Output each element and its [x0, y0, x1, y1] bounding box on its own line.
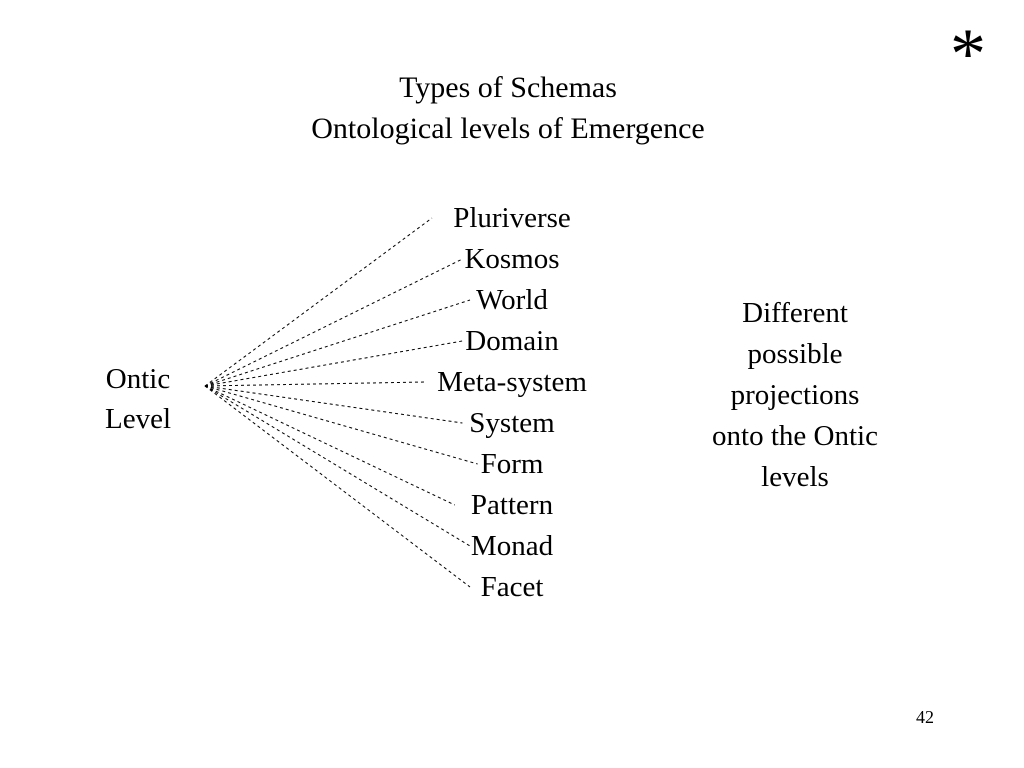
slide-title: Types of Schemas: [399, 71, 617, 104]
projections-note: Different possible projections onto the …: [680, 293, 910, 498]
connector-line: [204, 381, 425, 387]
level-label-line: Level: [104, 403, 171, 435]
ontic-level-item: Kosmos: [464, 243, 560, 275]
ontic-level-item: World: [476, 284, 548, 316]
slide-subtitle: Ontological levels of Emergence: [311, 112, 705, 145]
asterisk-mark: *: [950, 14, 986, 94]
projections-line: levels: [761, 461, 829, 493]
projections-line: projections: [730, 379, 860, 411]
ontic-level-item: Monad: [470, 530, 554, 562]
ontic-level-item: Domain: [465, 325, 559, 357]
ontic-level-label: Ontic Level: [80, 359, 196, 439]
ontic-level-item: System: [469, 407, 555, 439]
projections-line: Different: [742, 297, 848, 329]
ontic-label-line: Ontic: [105, 363, 171, 395]
page-number: 42: [916, 707, 934, 727]
ontic-level-item: Pluriverse: [453, 202, 571, 234]
ontic-level-item: Meta-system: [437, 366, 587, 398]
projections-line: possible: [747, 338, 843, 370]
ontic-level-item: Pattern: [470, 489, 554, 521]
ontic-level-item: Form: [480, 448, 544, 480]
ontic-level-item: Facet: [480, 571, 544, 603]
projections-line: onto the Ontic: [712, 420, 878, 452]
connector-line: [204, 217, 433, 387]
